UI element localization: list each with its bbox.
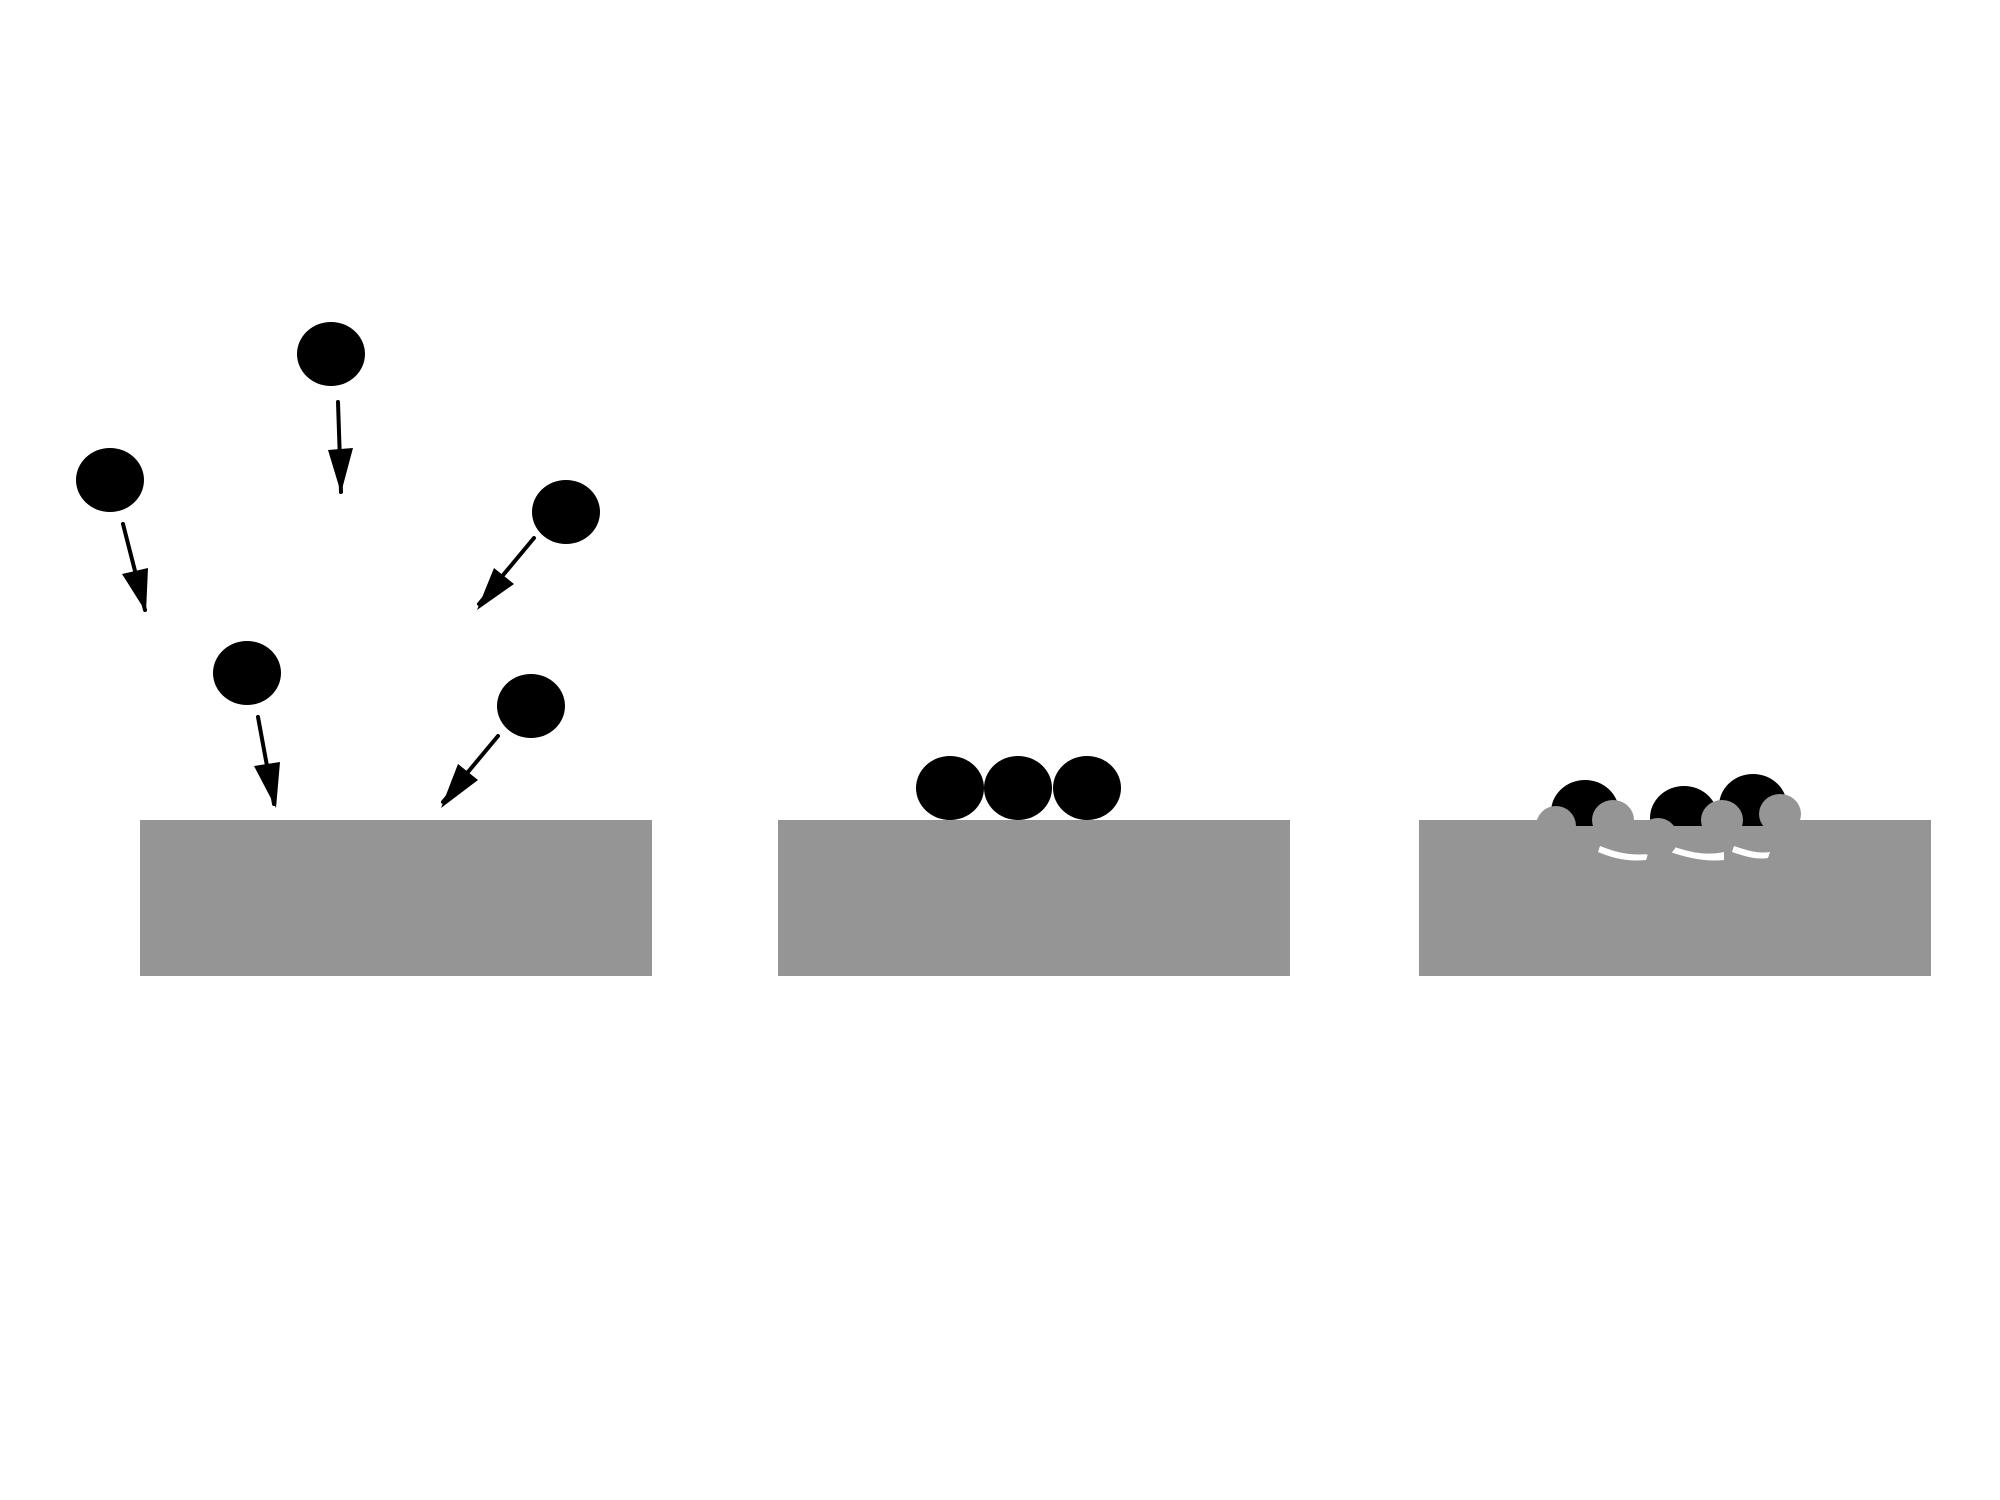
adsorbate-particle: [1759, 794, 1801, 834]
substrate-slab: [778, 820, 1290, 976]
adsorbate-particle: [1536, 806, 1576, 846]
arrowhead-icon: [441, 764, 478, 808]
adsorbate-particle: [1592, 800, 1634, 840]
adsorbate-particle: [1701, 800, 1743, 840]
particle: [213, 641, 281, 705]
panel-reacted: [1419, 774, 1931, 976]
arrowhead-icon: [477, 568, 514, 610]
adsorbate-particle: [1638, 818, 1678, 858]
particle: [532, 480, 600, 544]
reaction-gap: [1670, 846, 1724, 861]
panel-adsorbed: [778, 756, 1290, 976]
surface-line: [900, 820, 1130, 824]
reaction-gap: [1732, 846, 1770, 859]
particle: [497, 674, 565, 738]
arrowhead-icon: [328, 448, 353, 493]
particle: [916, 756, 984, 820]
particle: [984, 756, 1052, 820]
panel-incoming: [76, 322, 652, 976]
arrowhead-icon: [122, 568, 148, 612]
reaction-gap: [1598, 846, 1648, 861]
arrowhead-icon: [254, 762, 280, 808]
particle: [76, 448, 144, 512]
substrate-slab: [140, 820, 652, 976]
particle: [297, 322, 365, 386]
particle: [1053, 756, 1121, 820]
